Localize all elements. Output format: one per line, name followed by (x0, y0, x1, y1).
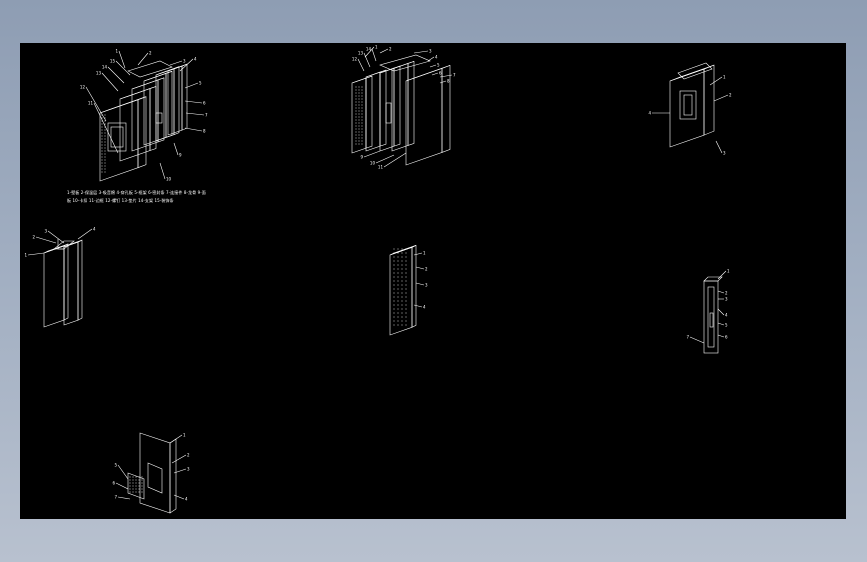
part-label: 11 (378, 165, 384, 170)
part-label: 3 (725, 297, 728, 302)
part-label: 1 (727, 269, 730, 274)
part-label: 3 (723, 151, 726, 156)
part-label: 3 (44, 229, 47, 234)
mounting-detail-view: 1 2 3 4 5 6 7 (112, 433, 190, 514)
part-label: 1 (375, 45, 378, 50)
channel-frame-view: 1 2 3 4 (24, 227, 96, 328)
part-label: 5 (725, 323, 728, 328)
part-label: 10 (166, 177, 172, 182)
part-label: 15 (110, 59, 116, 64)
drawing-note: 1-壁板 2-保温层 3-吸音棉 4-穿孔板 5-框架 6-密封条 7-连接件 … (67, 190, 206, 203)
part-label: 5 (437, 63, 440, 68)
part-label: 5 (199, 81, 202, 86)
part-label: 14 (102, 65, 108, 70)
perforated-panel-view: 1 2 3 4 (389, 244, 428, 336)
part-label: 12 (352, 57, 358, 62)
part-label: 2 (32, 235, 35, 240)
part-label: 2 (389, 47, 392, 52)
part-label: 7 (453, 73, 456, 78)
part-label: 10 (370, 161, 376, 166)
part-label: 2 (725, 291, 728, 296)
part-label: 1 (115, 49, 118, 54)
part-label: 11 (88, 101, 94, 106)
part-label: 7 (114, 495, 117, 500)
part-label: 1 (183, 433, 186, 438)
part-label: 8 (203, 129, 206, 134)
part-label: 2 (729, 93, 732, 98)
part-label: 7 (205, 113, 208, 118)
assembled-view: 1 2 3 4 (648, 62, 732, 156)
part-label: 14 (366, 47, 372, 52)
part-label: 13 (358, 51, 364, 56)
part-label: 9 (179, 153, 182, 158)
part-label: 2 (149, 51, 152, 56)
part-label: 3 (187, 467, 190, 472)
part-label: 6 (203, 101, 206, 106)
part-label: 6 (725, 335, 728, 340)
part-label: 3 (183, 59, 186, 64)
part-label: 13 (96, 71, 102, 76)
part-label: 1 (723, 75, 726, 80)
part-label: 4 (725, 313, 728, 318)
part-label: 9 (360, 155, 363, 160)
part-label: 4 (185, 497, 188, 502)
part-label: 4 (194, 57, 197, 62)
part-label: 4 (435, 55, 438, 60)
part-label: 3 (429, 49, 432, 54)
part-label: 1 (24, 253, 27, 258)
part-label: 5 (114, 463, 117, 468)
part-label: 6 (439, 71, 442, 76)
part-label: 6 (112, 481, 115, 486)
part-label: 4 (423, 305, 426, 310)
part-label: 2 (187, 453, 190, 458)
part-label: 4 (93, 227, 96, 232)
part-label: 12 (80, 85, 86, 90)
part-label: 7 (686, 335, 689, 340)
part-label: 2 (425, 267, 428, 272)
part-label: 4 (648, 111, 651, 116)
part-label: 8 (447, 79, 450, 84)
part-label: 3 (425, 283, 428, 288)
part-label: 1 (423, 251, 426, 256)
